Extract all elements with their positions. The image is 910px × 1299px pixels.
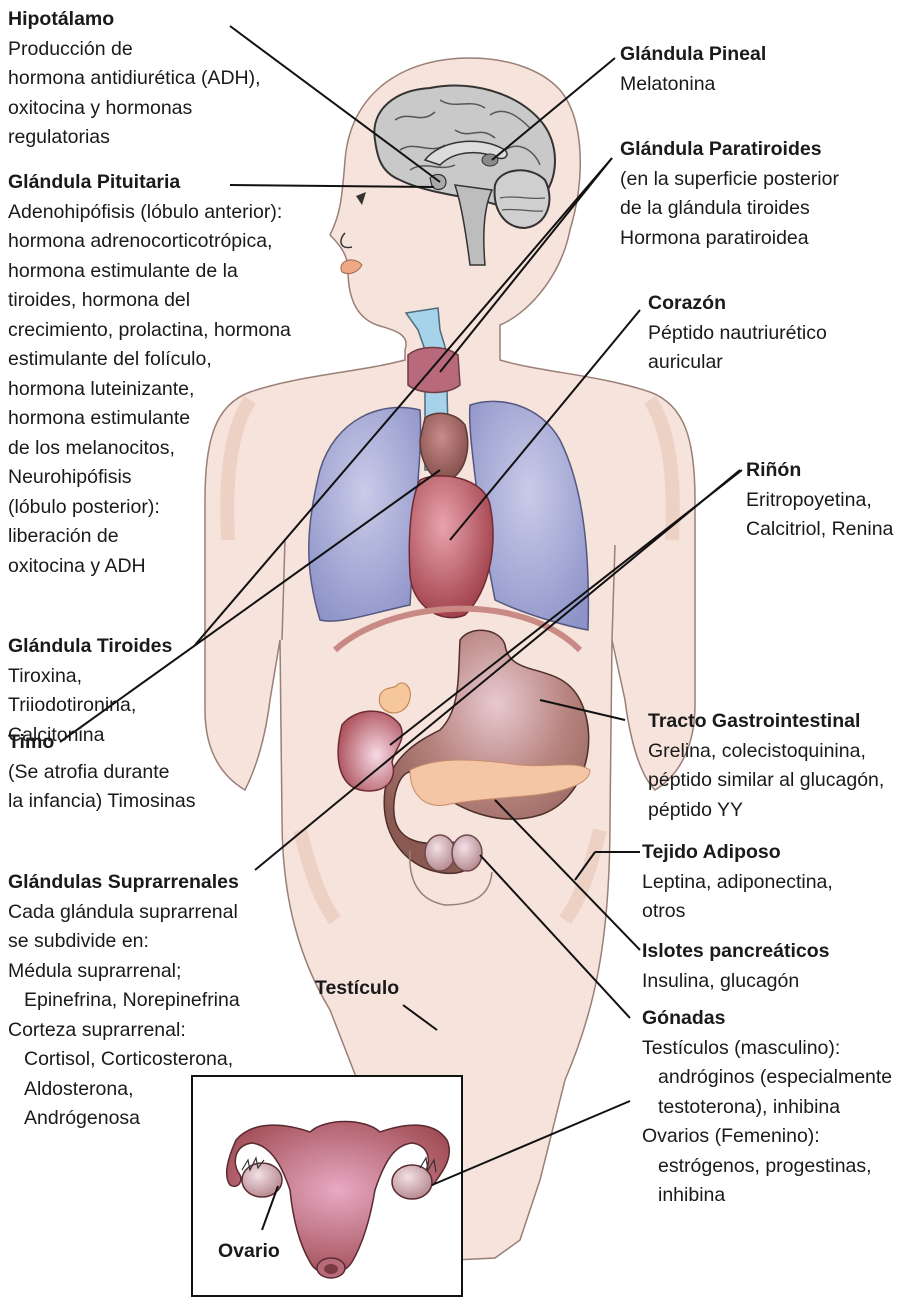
label-line: estrógenos, progestinas, [642,1152,892,1182]
label-line: inhibina [642,1181,892,1211]
label-line: (Se atrofia durante [8,758,196,788]
label-title: Tracto Gastrointestinal [648,707,884,737]
label-title: Glándula Pituitaria [8,168,291,198]
label-title: Glándula Paratiroides [620,135,839,165]
label-line: auricular [648,348,827,378]
label-title: Glándulas Suprarrenales [8,868,240,898]
label-title: Riñón [746,456,893,486]
label-line: oxitocina y ADH [8,552,291,582]
label-hipotalamo: Hipotálamo Producción de hormona antidiu… [8,5,261,153]
label-title: Tejido Adiposo [642,838,833,868]
label-line: Adenohipófisis (lóbulo anterior): [8,198,291,228]
label-line: testoterona), inhibina [642,1093,892,1123]
label-pituitaria: Glándula Pituitaria Adenohipófisis (lóbu… [8,168,291,581]
label-rinon: Riñón Eritropoyetina, Calcitriol, Renina [746,456,893,545]
label-adiposo: Tejido Adiposo Leptina, adiponectina, ot… [642,838,833,927]
label-line: Neurohipófisis [8,463,291,493]
label-line: oxitocina y hormonas [8,94,261,124]
label-title: Timo [8,728,196,758]
ovary-right [392,1165,432,1199]
label-line: andróginos (especialmente [642,1063,892,1093]
testis-right [452,835,482,871]
label-ovario: Ovario [218,1240,280,1263]
label-gastro: Tracto Gastrointestinal Grelina, colecis… [648,707,884,825]
label-line: péptido YY [648,796,884,826]
label-line: de los melanocitos, [8,434,291,464]
label-title: Islotes pancreáticos [642,937,830,967]
label-line: Cortisol, Corticosterona, [8,1045,240,1075]
label-line: regulatorias [8,123,261,153]
label-line: Melatonina [620,70,766,100]
label-line: Grelina, colecistoquinina, [648,737,884,767]
label-paratiroides: Glándula Paratiroides (en la superficie … [620,135,839,253]
label-pineal: Glándula Pineal Melatonina [620,40,766,99]
label-line: Corteza suprarrenal: [8,1016,240,1046]
label-title: Gónadas [642,1004,892,1034]
label-corazon: Corazón Péptido nautriurético auricular [648,289,827,378]
label-line: Péptido nautriurético [648,319,827,349]
label-line: liberación de [8,522,291,552]
label-line: Hormona paratiroidea [620,224,839,254]
label-line: (en la superficie posterior [620,165,839,195]
testis-left [425,835,455,871]
kidney [338,711,402,791]
label-line: Ovarios (Femenino): [642,1122,892,1152]
label-line: hormona luteinizante, [8,375,291,405]
label-line: hormona adrenocorticotrópica, [8,227,291,257]
label-line: Triiodotironina, [8,691,172,721]
label-title: Glándula Pineal [620,40,766,70]
label-gonadas: Gónadas Testículos (masculino): andrógin… [642,1004,892,1211]
label-line: Cada glándula suprarrenal [8,898,240,928]
label-testiculo: Testículo [315,977,399,1000]
label-line: Andrógenosa [8,1104,240,1134]
label-title: Hipotálamo [8,5,261,35]
label-islotes: Islotes pancreáticos Insulina, glucagón [642,937,830,996]
label-line: hormona estimulante de la [8,257,291,287]
label-line: Epinefrina, Norepinefrina [8,986,240,1016]
label-line: Médula suprarrenal; [8,957,240,987]
label-line: otros [642,897,833,927]
label-line: (lóbulo posterior): [8,493,291,523]
label-title: Corazón [648,289,827,319]
label-line: Tiroxina, [8,662,172,692]
label-line: hormona antidiurética (ADH), [8,64,261,94]
label-line: estimulante del folículo, [8,345,291,375]
label-timo: Timo (Se atrofia durante la infancia) Ti… [8,728,196,817]
label-line: tiroides, hormona del [8,286,291,316]
label-suprarrenales: Glándulas Suprarrenales Cada glándula su… [8,868,240,1134]
label-line: Aldosterona, [8,1075,240,1105]
label-line: Insulina, glucagón [642,967,830,997]
label-line: Leptina, adiponectina, [642,868,833,898]
label-line: Eritropoyetina, [746,486,893,516]
label-line: péptido similar al glucagón, [648,766,884,796]
label-title: Glándula Tiroides [8,632,172,662]
label-line: Calcitriol, Renina [746,515,893,545]
label-line: hormona estimulante [8,404,291,434]
label-line: se subdivide en: [8,927,240,957]
label-line: Testículos (masculino): [642,1034,892,1064]
label-line: de la glándula tiroides [620,194,839,224]
label-line: la infancia) Timosinas [8,787,196,817]
label-line: crecimiento, prolactina, hormona [8,316,291,346]
label-line: Producción de [8,35,261,65]
